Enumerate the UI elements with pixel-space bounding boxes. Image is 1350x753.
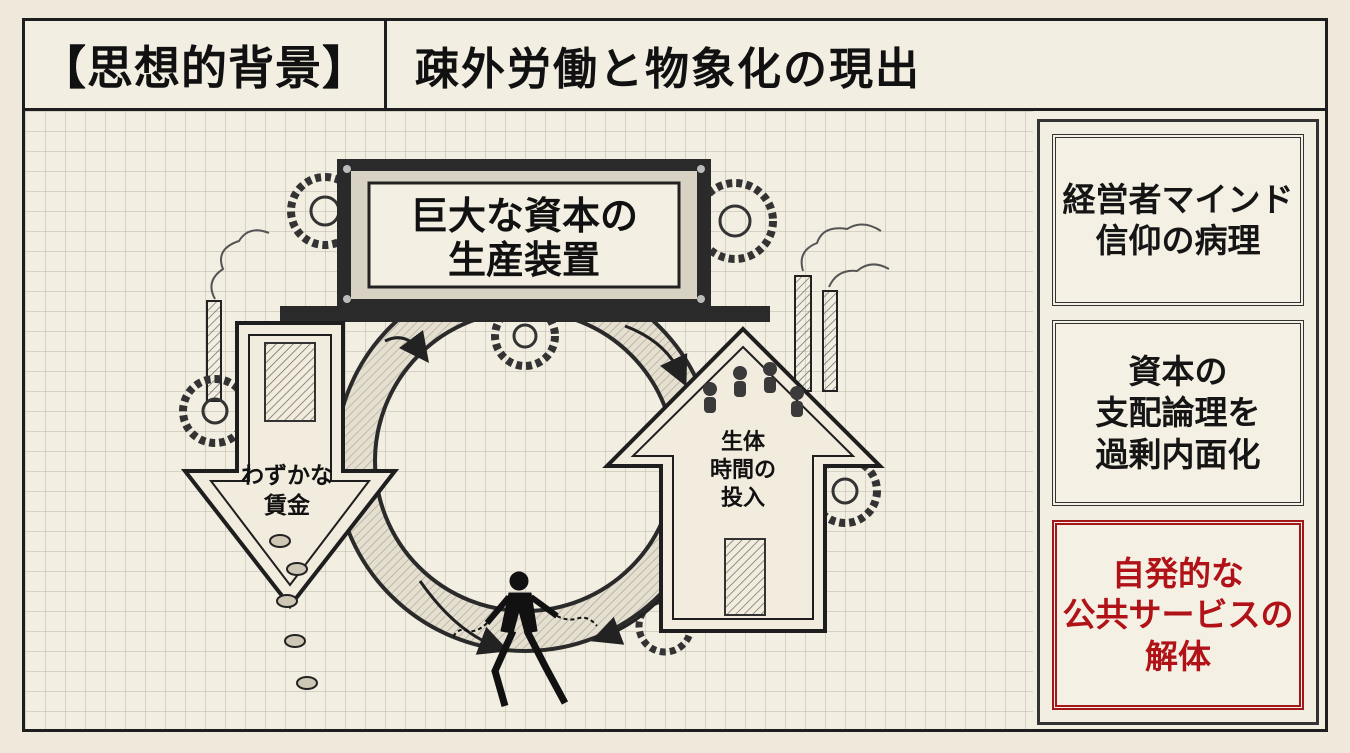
life-time-up-arrow: 生体 時間の 投入 xyxy=(602,326,885,633)
worker-silhouette-icon xyxy=(452,571,598,707)
slide-title: 疎外労働と物象化の現出 xyxy=(415,43,921,95)
sign-line-1: 巨大な資本の xyxy=(410,194,638,238)
down-arrow-label-1: わずかな xyxy=(241,463,333,489)
section-tag: 【思想的背景】 xyxy=(25,21,387,108)
header-bar: 【思想的背景】 疎外労働と物象化の現出 xyxy=(25,21,1325,111)
up-arrow-label-1: 生体 xyxy=(721,430,766,455)
up-arrow-label-3: 投入 xyxy=(721,486,765,511)
wage-down-arrow: わずかな 賃金 xyxy=(180,321,400,610)
sign-line-2: 生産装置 xyxy=(448,238,600,282)
card-capital-logic: 資本の 支配論理を 過剰内面化 xyxy=(1052,320,1304,506)
down-arrow-label-2: 賃金 xyxy=(263,492,311,519)
slide-frame: 【思想的背景】 疎外労働と物象化の現出 xyxy=(22,18,1328,732)
up-arrow-label-2: 時間の xyxy=(710,458,776,483)
sidebar-panel: 経営者マインド 信仰の病理 資本の 支配論理を 過剰内面化 自発的な 公共サービ… xyxy=(1037,119,1319,725)
card-public-service-collapse: 自発的な 公共サービスの 解体 xyxy=(1052,520,1304,710)
diagram-area: 巨大な資本の 生産装置 わずかな 賃金 xyxy=(25,111,1033,729)
capital-apparatus-sign: 巨大な資本の 生産装置 xyxy=(280,159,770,322)
workers-icon xyxy=(703,362,804,417)
coins-icon xyxy=(269,534,318,690)
cycle-diagram: 巨大な資本の 生産装置 わずかな 賃金 xyxy=(25,111,1033,729)
card-management-mindset: 経営者マインド 信仰の病理 xyxy=(1052,134,1304,306)
